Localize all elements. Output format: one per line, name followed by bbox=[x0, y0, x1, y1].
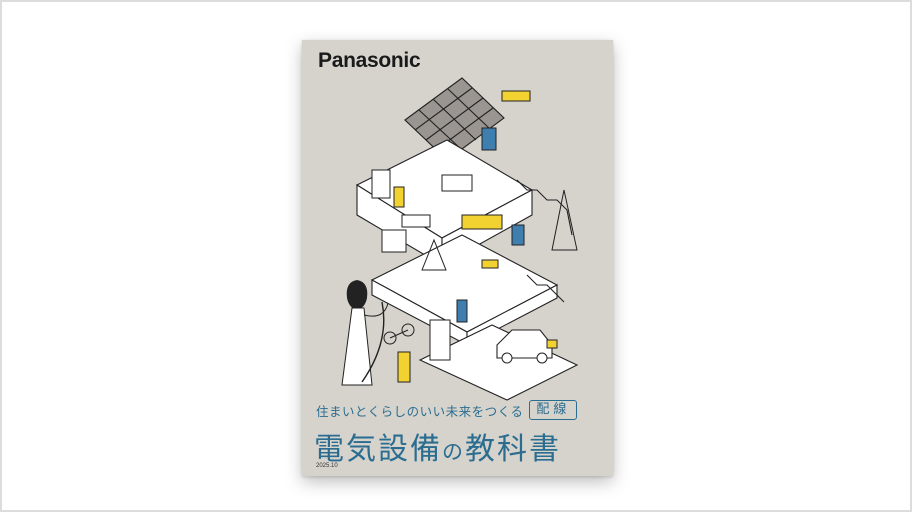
roof-solar-panels bbox=[404, 77, 505, 161]
woman-figure bbox=[341, 280, 389, 386]
car bbox=[496, 329, 553, 364]
cover-title: 電気設備の教科書 bbox=[314, 424, 561, 468]
ev-charger bbox=[397, 351, 411, 383]
ground-floor bbox=[418, 299, 579, 401]
staircase bbox=[516, 179, 578, 303]
subtitle-row: 住まいとくらしのいい未来をつくる 配線 bbox=[316, 400, 578, 420]
brochure-cover: Panasonic 住まいとくらしのいい未来をつくる 配線 電気設備の教科書 2… bbox=[302, 40, 613, 476]
house-cutaway-illustration bbox=[341, 77, 579, 401]
issue-date: 2025.10 bbox=[316, 463, 338, 469]
category-badge: 配線 bbox=[529, 400, 578, 420]
title-part1: 電気設備 bbox=[314, 432, 442, 467]
subtitle: 住まいとくらしのいい未来をつくる bbox=[316, 403, 524, 419]
title-part2: 教科書 bbox=[465, 432, 561, 467]
air-conditioner bbox=[501, 90, 531, 102]
title-particle: の bbox=[442, 440, 465, 464]
panasonic-logo: Panasonic bbox=[318, 49, 421, 72]
bicycle bbox=[383, 323, 415, 345]
